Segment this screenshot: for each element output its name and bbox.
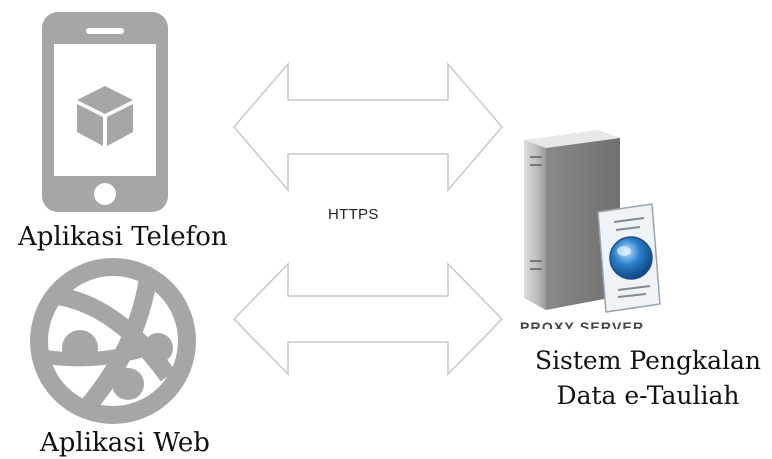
server-label-line1: Sistem Pengkalan <box>534 346 762 375</box>
double-arrow-bottom <box>232 262 504 376</box>
server-label-line2: Data e-Tauliah <box>556 381 740 410</box>
protocol-label: HTTPS <box>328 206 379 223</box>
mobile-phone-box-icon <box>42 12 168 212</box>
double-arrow-top <box>233 61 503 193</box>
server-with-certificate-icon <box>524 130 661 313</box>
web-app-label: Aplikasi Web <box>40 428 210 458</box>
globe-network-icon <box>30 258 196 424</box>
server-label: Sistem Pengkalan Data e-Tauliah <box>528 343 768 413</box>
server-caption-clipped: PROXY SERVER <box>520 319 645 329</box>
phone-app-label: Aplikasi Telefon <box>18 222 228 252</box>
